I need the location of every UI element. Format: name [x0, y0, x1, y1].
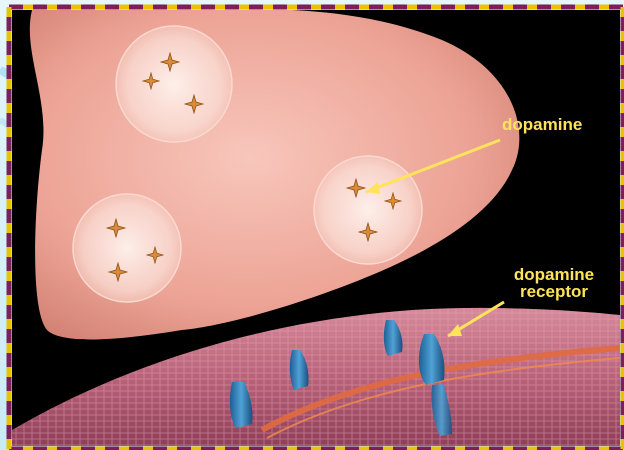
dopamine-label: dopamine — [502, 116, 582, 133]
receptor-label-line1: dopamine — [504, 266, 604, 283]
vesicle-lower-left — [73, 194, 181, 302]
vesicle-top — [116, 26, 232, 142]
vesicle-right — [314, 156, 422, 264]
dopamine-receptor-label: dopamine receptor — [504, 266, 604, 300]
synapse-illustration — [12, 10, 620, 446]
receptor-label-line2: receptor — [504, 283, 604, 300]
